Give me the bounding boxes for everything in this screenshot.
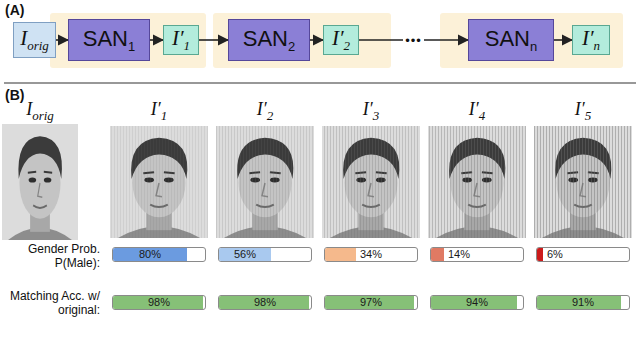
- node-label: SANn: [485, 26, 537, 54]
- column-header: I′5: [575, 99, 591, 124]
- column-header: I′1: [151, 99, 167, 124]
- symbol-text: I′: [332, 26, 344, 50]
- node-label: Iorig: [20, 26, 49, 54]
- node-label: SAN2: [243, 26, 295, 54]
- face-image: [216, 126, 314, 238]
- subscript-text: 3: [373, 108, 380, 123]
- face-image: [110, 126, 208, 238]
- symbol-text: SAN: [83, 26, 128, 51]
- percent-value: 97%: [360, 295, 382, 309]
- subscript-text: 1: [184, 38, 191, 53]
- percent-value: 98%: [148, 295, 170, 309]
- symbol-text: I′: [363, 99, 373, 119]
- percent-value: 94%: [466, 295, 488, 309]
- symbol-text: I: [20, 26, 27, 50]
- percent-value: 34%: [360, 247, 382, 261]
- flow-arrow: [310, 39, 323, 41]
- bar-fill: [431, 248, 444, 261]
- artifact-overlay: [216, 126, 314, 238]
- percent-value: 80%: [139, 247, 161, 261]
- row-label: Gender Prob. P(Male):: [2, 242, 100, 270]
- column-header: I′2: [257, 99, 273, 124]
- percent-value: 6%: [547, 247, 563, 261]
- edge-label: •••: [403, 33, 424, 48]
- bar-fill: [537, 248, 543, 261]
- face-image: [2, 124, 78, 240]
- percent-value: 14%: [448, 247, 470, 261]
- artifact-overlay: [110, 126, 208, 238]
- subscript-text: orig: [27, 38, 49, 53]
- subscript-text: 2: [344, 38, 351, 53]
- subscript-text: 2: [288, 39, 295, 54]
- subscript-text: 2: [267, 108, 274, 123]
- face-image: [428, 126, 526, 238]
- network-box: SANn: [468, 19, 554, 61]
- bar-fill: [325, 248, 356, 261]
- column-header: Iorig: [26, 99, 54, 124]
- symbol-text: I′: [172, 26, 184, 50]
- network-box: SAN1: [68, 19, 150, 61]
- row-label: Matching Acc. w/ original:: [2, 289, 100, 317]
- subscript-text: orig: [32, 108, 54, 123]
- flow-arrow: [199, 39, 228, 41]
- subscript-text: n: [530, 39, 537, 54]
- panel-letter: (B): [5, 87, 24, 103]
- node-label: I′2: [332, 26, 350, 54]
- column-header: I′4: [469, 99, 485, 124]
- probability-bar: [430, 247, 524, 262]
- subscript-text: 1: [161, 108, 168, 123]
- percent-value: 98%: [254, 295, 276, 309]
- symbol-text: I′: [582, 26, 594, 50]
- symbol-text: I: [26, 99, 32, 119]
- artifact-overlay: [534, 126, 632, 238]
- percent-value: 91%: [572, 295, 594, 309]
- subscript-text: 4: [479, 108, 486, 123]
- symbol-text: SAN: [485, 26, 530, 51]
- subscript-text: 1: [128, 39, 135, 54]
- node-label: SAN1: [83, 26, 135, 54]
- image-box: I′1: [163, 25, 199, 55]
- subscript-text: n: [594, 38, 601, 53]
- subscript-text: 5: [585, 108, 592, 123]
- divider-line: [4, 82, 636, 83]
- node-label: I′1: [172, 26, 190, 54]
- image-box: I′2: [323, 25, 359, 55]
- symbol-text: I′: [257, 99, 267, 119]
- percent-value: 56%: [234, 247, 256, 261]
- flow-arrow: [150, 39, 163, 41]
- symbol-text: I′: [575, 99, 585, 119]
- symbol-text: I′: [469, 99, 479, 119]
- image-box: Iorig: [13, 22, 56, 58]
- network-box: SAN2: [228, 19, 310, 61]
- flow-arrow: [56, 39, 68, 41]
- flow-arrow: [554, 39, 572, 41]
- panel-letter: (A): [5, 2, 24, 18]
- probability-bar: [218, 247, 312, 262]
- face-image: [322, 126, 420, 238]
- symbol-text: I′: [151, 99, 161, 119]
- image-box: I′n: [572, 25, 610, 55]
- artifact-overlay: [322, 126, 420, 238]
- symbol-text: SAN: [243, 26, 288, 51]
- node-label: I′n: [582, 26, 600, 54]
- artifact-overlay: [428, 126, 526, 238]
- face-image: [534, 126, 632, 238]
- column-header: I′3: [363, 99, 379, 124]
